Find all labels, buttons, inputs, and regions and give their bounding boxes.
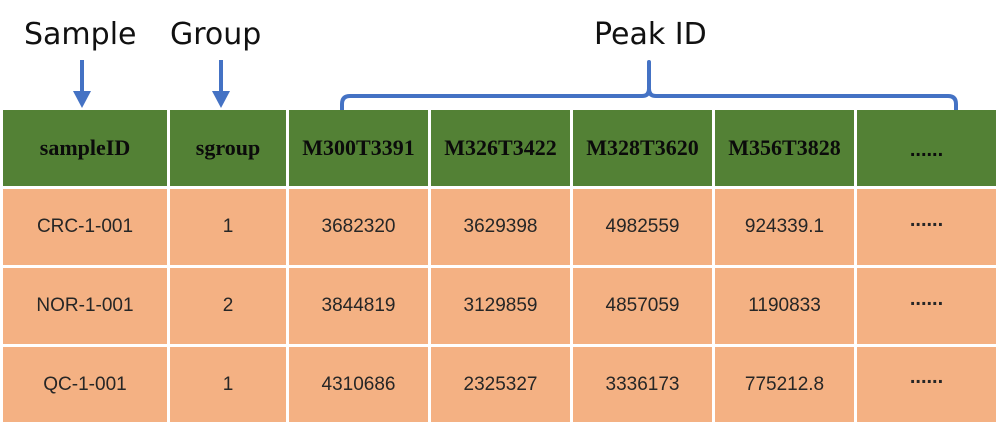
data-table: sampleID sgroup M300T3391 M326T3422 M328…: [3, 110, 1002, 422]
ellipsis-cell: ......: [857, 347, 996, 422]
sample-annotation-label: Sample: [24, 17, 137, 52]
table-cell: 3129859: [431, 268, 570, 344]
table-cell: 1: [170, 189, 286, 265]
ellipsis-cell: ......: [857, 268, 996, 344]
peak-id-bracket: [340, 60, 958, 112]
sample-arrow: [73, 60, 91, 108]
table-cell: 775212.8: [715, 347, 854, 422]
header-cell: sampleID: [3, 110, 167, 186]
table-cell: 2: [170, 268, 286, 344]
table-cell: 3629398: [431, 189, 570, 265]
table-cell: 924339.1: [715, 189, 854, 265]
table-cell: 1: [170, 347, 286, 422]
table-cell: 2325327: [431, 347, 570, 422]
header-cell: sgroup: [170, 110, 286, 186]
table-cell: 1190833: [715, 268, 854, 344]
table-cell: 3844819: [289, 268, 428, 344]
header-cell: M356T3828: [715, 110, 854, 186]
table-cell: CRC-1-001: [3, 189, 167, 265]
table-cell: 4857059: [573, 268, 712, 344]
table-cell: QC-1-001: [3, 347, 167, 422]
table-cell: NOR-1-001: [3, 268, 167, 344]
table-cell: 4982559: [573, 189, 712, 265]
header-cell: M326T3422: [431, 110, 570, 186]
table-cell: 3682320: [289, 189, 428, 265]
table-cell: 3336173: [573, 347, 712, 422]
header-cell: M300T3391: [289, 110, 428, 186]
table-cell: 4310686: [289, 347, 428, 422]
ellipsis-cell: ......: [857, 189, 996, 265]
header-cell: M328T3620: [573, 110, 712, 186]
group-arrow: [212, 60, 230, 108]
group-annotation-label: Group: [170, 17, 262, 52]
header-ellipsis-cell: ......: [857, 110, 996, 186]
peak-id-annotation-label: Peak ID: [594, 17, 707, 52]
